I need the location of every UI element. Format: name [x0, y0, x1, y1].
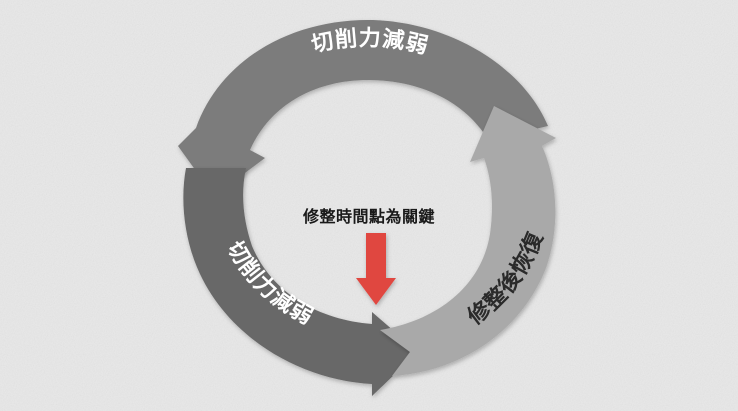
segment-right-arrow	[380, 106, 556, 376]
down-arrow-icon	[356, 233, 396, 305]
segment-top-arrow	[178, 20, 548, 196]
segment-left-arrow	[183, 168, 418, 396]
center-caption: 修整時間點為關鍵	[302, 207, 435, 226]
